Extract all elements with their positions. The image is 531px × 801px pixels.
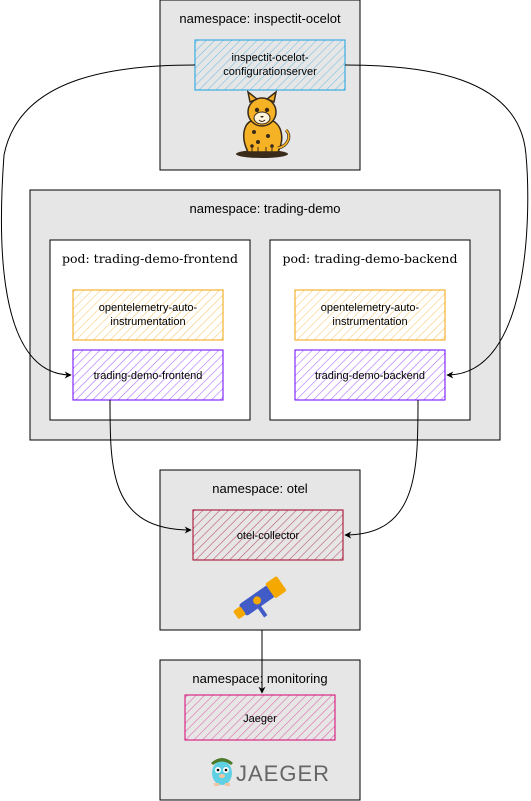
namespace-monitoring: namespace: monitoring Jaeger JAEGER <box>159 659 361 801</box>
namespace-title: namespace: monitoring <box>192 671 327 686</box>
pod-trading-demo-frontend: pod: trading-demo-frontend opentelemetry… <box>49 239 251 421</box>
auto-instrumentation-label-1: opentelemetry-auto- <box>321 302 420 314</box>
namespace-inspectit-ocelot: namespace: inspectit-ocelot inspectit-oc… <box>159 0 361 171</box>
telescope-icon <box>233 576 287 619</box>
auto-instrumentation-backend-box[interactable]: opentelemetry-auto- instrumentation <box>294 289 446 341</box>
pod-title: pod: trading-demo-backend <box>283 251 458 266</box>
connector-backend-to-collector <box>344 399 419 539</box>
config-server-label-2: configurationserver <box>223 66 317 78</box>
auto-instrumentation-frontend-box[interactable]: opentelemetry-auto- instrumentation <box>72 289 224 341</box>
otel-collector-label: otel-collector <box>237 530 300 542</box>
gopher-icon <box>211 758 233 786</box>
otel-collector-box[interactable]: otel-collector <box>192 509 344 561</box>
namespace-otel: namespace: otel otel-collector <box>159 469 361 631</box>
pod-trading-demo-backend: pod: trading-demo-backend opentelemetry-… <box>269 239 471 421</box>
ocelot-mascot-icon <box>236 90 291 158</box>
trading-demo-backend-label: trading-demo-backend <box>315 370 425 382</box>
namespace-trading-demo: namespace: trading-demo pod: trading-dem… <box>29 189 501 441</box>
connectors <box>0 64 529 694</box>
auto-instrumentation-label-2: instrumentation <box>110 316 185 328</box>
jaeger-label: Jaeger <box>243 713 277 725</box>
connector-config-to-frontend <box>0 64 196 379</box>
trading-demo-backend-box[interactable]: trading-demo-backend <box>294 349 446 401</box>
connector-config-to-backend <box>344 64 529 379</box>
auto-instrumentation-label-2: instrumentation <box>332 316 407 328</box>
namespace-title: namespace: inspectit-ocelot <box>179 11 341 26</box>
auto-instrumentation-label-1: opentelemetry-auto- <box>99 302 198 314</box>
jaeger-wordmark: JAEGER <box>236 761 330 786</box>
trading-demo-frontend-label: trading-demo-frontend <box>94 370 203 382</box>
connector-frontend-to-collector <box>109 399 192 534</box>
trading-demo-frontend-box[interactable]: trading-demo-frontend <box>72 349 224 401</box>
jaeger-box[interactable]: Jaeger <box>184 694 336 741</box>
namespace-title: namespace: trading-demo <box>189 201 340 216</box>
namespace-title: namespace: otel <box>212 481 308 496</box>
config-server-box[interactable]: inspectit-ocelot- configurationserver <box>194 39 346 91</box>
pod-title: pod: trading-demo-frontend <box>62 251 238 266</box>
config-server-label-1: inspectit-ocelot- <box>231 52 308 64</box>
jaeger-logo: JAEGER <box>211 758 330 786</box>
